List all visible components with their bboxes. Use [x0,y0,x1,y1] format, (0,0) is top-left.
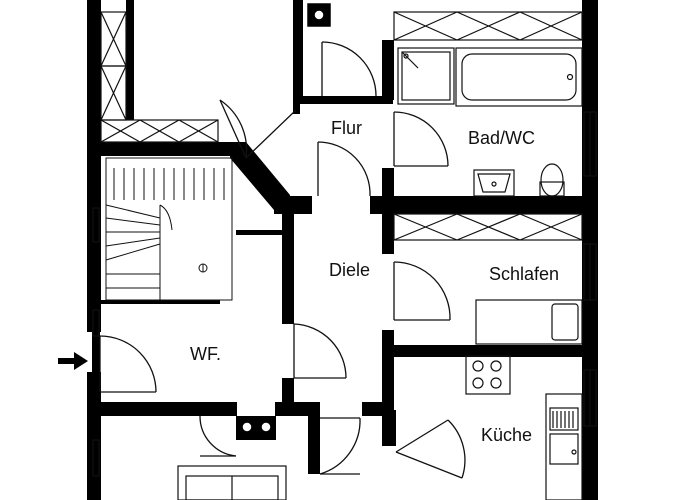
arrow-right-icon [58,352,88,370]
room-label-flur: Flur [331,118,362,138]
bed-icon [475,299,583,345]
wall-kueche-left [382,410,396,446]
window [92,439,100,477]
wall-bad-left [382,40,394,100]
door-lower-left [199,415,237,457]
wall-flur-top [293,96,393,104]
wall-diele-right [382,214,394,254]
kitchen-counter [545,393,583,500]
wall-stair-top [100,142,240,156]
doors [99,41,466,479]
door-flur-top [321,41,377,97]
door-entrance [99,335,157,393]
wall-diele-right [382,330,394,410]
kitchen-sink-icon [549,407,579,465]
wall-top-center [293,0,303,100]
window [100,119,219,143]
wall-row3 [394,345,585,357]
room-label-diele: Diele [329,260,370,280]
door-bad [393,111,449,167]
wall-left-outer [92,0,100,500]
wall-diele-left [282,378,294,408]
door-diele-top [317,141,371,197]
chimney-duct [313,9,325,21]
wall-bad-left [382,168,394,200]
wall-lower [308,416,320,474]
window [92,309,100,337]
windows [92,11,597,477]
stair-outline [105,157,233,301]
window [92,207,100,243]
bathtub-icon [455,47,583,107]
room-label-wf: WF. [190,344,221,364]
room-label-schlafen: Schlafen [489,264,559,284]
stairs-icon [105,157,233,301]
ducts [241,3,331,433]
wall-row4 [87,402,237,416]
wall-row2 [370,196,585,214]
wall-diagonal [230,142,290,210]
door-wf [293,323,347,379]
shower-icon [397,47,455,105]
bathroom-fixtures [397,47,583,197]
wall-diele-left [282,214,294,324]
door-stair [219,99,297,159]
wall-top-left [126,0,134,120]
duct-circle [241,421,253,433]
sink-icon [473,169,515,197]
wall-wf-top [100,300,220,304]
window [393,213,583,241]
wall-row2 [274,196,312,214]
room-label-bad: Bad/WC [468,128,535,148]
door-schlafen [393,261,451,321]
door-kueche [395,419,466,479]
door-lower [319,417,361,475]
room-label-kueche: Küche [481,425,532,445]
stove-icon [465,355,511,395]
toilet-icon [539,163,565,197]
kitchen-fixtures [465,355,583,500]
wall-stair-inner [236,230,286,235]
duct-circle [260,421,272,433]
table-icon [177,465,287,500]
wall-row4 [275,402,320,416]
window [393,11,583,41]
